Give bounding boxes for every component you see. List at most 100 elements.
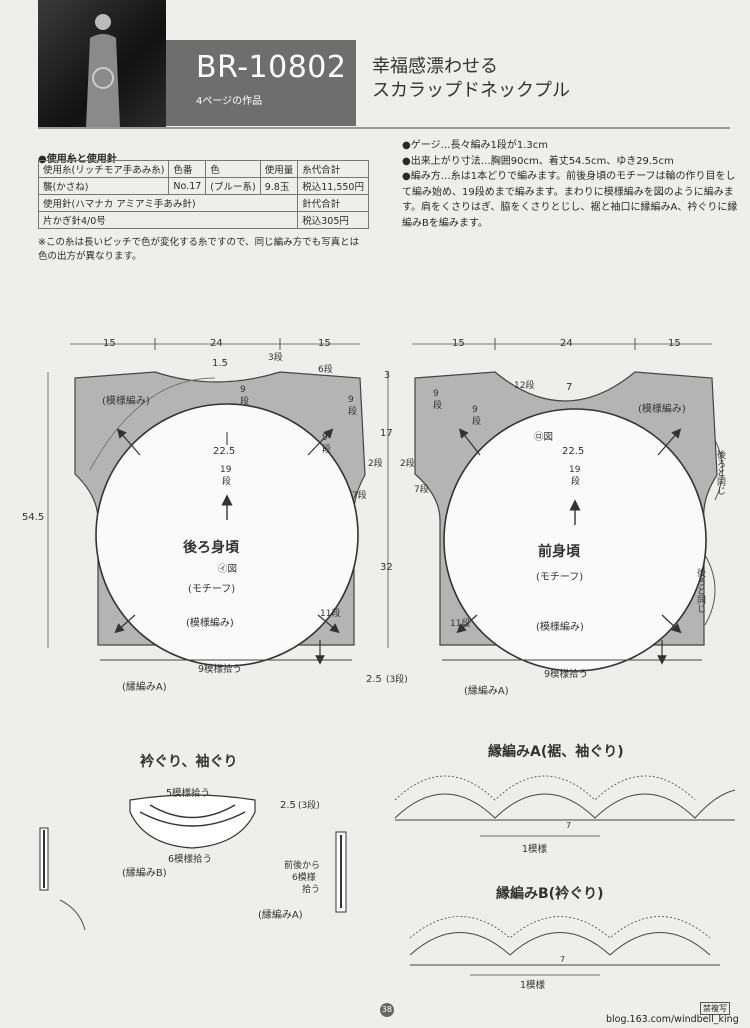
back-motif-dan: 段 (222, 475, 231, 487)
edging-b-title: 縁編みB(衿ぐり) (496, 885, 603, 902)
front-center-7: 7 (566, 382, 572, 393)
back-height: 54.5 (22, 512, 44, 523)
neck-pickup5: 5模様拾う (166, 787, 210, 799)
neck-pickup6b: 6模様 (292, 871, 316, 883)
front-w-mid: 24 (560, 338, 573, 349)
front-h3: 3 (384, 370, 390, 381)
edging-a-chart (394, 775, 736, 837)
front-motif-circle (443, 408, 707, 672)
back-pickup: 9模様拾う (198, 663, 242, 675)
back-shoulder-rows: 3段 (268, 351, 283, 363)
gauge-text: ●ゲージ…長々編み1段が1.3cm (402, 140, 549, 151)
back-fill-line (89, 377, 216, 471)
arrow (114, 614, 136, 634)
back-pattern-bottom: (模様編み) (186, 616, 234, 629)
size-text: ●出来上がり寸法…胸囲90cm、着丈54.5cm、ゆき29.5cm (402, 155, 674, 167)
method-text: ●編み方…糸は1本どりで編みます。前後身頃のモチーフは輪の作り目をして編み始め、… (402, 171, 738, 229)
front-pattern-bottom: (模様編み) (536, 620, 584, 633)
back-rows-7: 7段 (352, 489, 367, 501)
back-edging: (縁編みA) (122, 680, 167, 693)
front-motif-dan: 段 (571, 475, 580, 487)
back-dan-c: 段 (322, 443, 331, 455)
back-rows-6: 6段 (318, 363, 333, 375)
edging-b-scallops (409, 932, 711, 956)
title-line-1: 幸福感漂わせる (372, 56, 498, 77)
front-bottom: 2.5 (366, 674, 382, 685)
back-body-diagram: 15 24 15 1.5 3段 6段 9 段 9 段 9 段 (模様編み) 22… (22, 338, 383, 693)
front-motif-rows: 19 (569, 465, 581, 475)
front-pickup: 9模様拾う (544, 668, 588, 680)
front-fig: ㋺図 (534, 432, 553, 443)
neck-edge25-rows: (3段) (298, 799, 320, 811)
arrow (657, 428, 682, 456)
front-h17: 17 (380, 428, 393, 439)
neck-from-fb: 前後から (284, 859, 320, 871)
front-same-back-2: 後ろと同じ (695, 567, 706, 613)
front-rows-12: 12段 (514, 379, 534, 391)
same-as-back-bracket (714, 439, 723, 501)
page-ref: 4ページの作品 (196, 96, 263, 107)
front-motif-size: 22.5 (562, 446, 584, 457)
edging-a-title: 縁編みA(裾、袖ぐり) (488, 743, 624, 760)
arrow (317, 614, 340, 634)
back-rows-9a: 9 (240, 385, 246, 395)
neck-edging-a: (縁編みA) (258, 908, 303, 921)
materials-title: ●使用糸と使用針 (38, 154, 117, 165)
neckline-outline (129, 794, 256, 849)
back-pattern-top: (模様編み) (102, 394, 150, 407)
back-motif-circle (95, 403, 359, 667)
neck-edging-b: (縁編みB) (122, 866, 167, 879)
front-motif: (モチーフ) (536, 571, 583, 583)
front-rows-11: 11段 (450, 617, 470, 629)
front-edging: (縁編みA) (464, 684, 509, 697)
neck-pickup6c: 拾う (302, 883, 320, 895)
front-pattern-top: (模様編み) (638, 402, 686, 415)
arrow (116, 428, 141, 456)
back-w-right: 15 (318, 338, 331, 349)
arrow (456, 614, 478, 634)
header-rule (38, 127, 730, 129)
table-cell: 片かぎ針4/0号 (37, 211, 299, 229)
edging-a-seven: 7 (566, 821, 571, 830)
back-rows-11: 11段 (320, 607, 340, 619)
back-rows-2: 2段 (368, 457, 383, 469)
neck-pickup6: 6模様拾う (168, 853, 212, 865)
edging-b-picots (409, 916, 711, 939)
pattern-code: BR-10802 (196, 50, 347, 85)
front-rows-9b: 9 (472, 405, 478, 415)
front-rows-9a: 9 (433, 389, 439, 399)
back-fig: ㋑図 (218, 564, 237, 575)
front-body-diagram: 15 24 15 12段 7 9 段 9 段 (模様編み) ㋺図 22.5 19… (366, 338, 726, 697)
neck-armhole-diagram: 衿ぐり、袖ぐり 5模様拾う 2.5 (3段) 6模様拾う (縁編みB) 前後から… (39, 753, 347, 931)
front-bottom-rows: (3段) (386, 673, 408, 685)
front-h32: 32 (380, 562, 393, 573)
table-cell: 税込305円 (297, 211, 369, 229)
edging-a-scallops (394, 789, 736, 819)
front-w-left: 15 (452, 338, 465, 349)
neckline-inner-2 (149, 804, 236, 819)
front-dan-b: 段 (472, 415, 481, 427)
back-w-left: 15 (103, 338, 116, 349)
front-rows-2: 2段 (400, 457, 415, 469)
back-motif-rows: 19 (220, 465, 232, 475)
arrow (307, 428, 334, 456)
materials-table: 使用糸(リッチモア手あみ糸) 色番 色 使用量 糸代合計 襲(かさね) No.1… (37, 160, 369, 229)
edging-b-repeat: 1模様 (520, 979, 546, 991)
title-band (166, 40, 356, 126)
back-neck-drop: 1.5 (212, 358, 228, 369)
front-w-right: 15 (668, 338, 681, 349)
back-rows-9c: 9 (322, 433, 328, 443)
front-rows-7: 7段 (414, 483, 429, 495)
model-figure (86, 14, 120, 127)
table-row: 使用糸(リッチモア手あみ糸) 色番 色 使用量 糸代合計 (37, 160, 369, 178)
neck-edge25: 2.5 (280, 800, 296, 811)
back-dan-a: 段 (240, 395, 249, 407)
back-name: 後ろ身頃 (183, 539, 240, 556)
edging-b-seven: 7 (560, 955, 565, 964)
credit-text: blog.163.com/windbell_king (606, 1014, 739, 1025)
arrow (661, 614, 682, 634)
body-edge-line (59, 899, 86, 931)
back-motif-size: 22.5 (213, 446, 235, 457)
back-dan-b: 段 (348, 405, 357, 417)
